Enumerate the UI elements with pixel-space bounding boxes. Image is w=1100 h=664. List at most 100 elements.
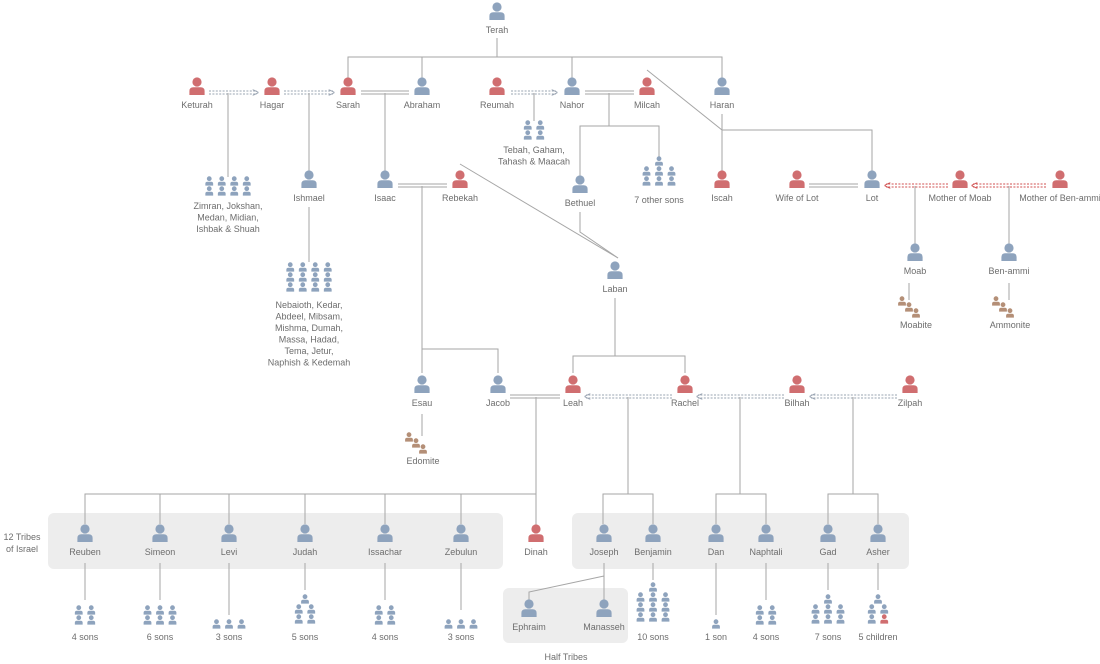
- moabite-mini-person-icon: [898, 296, 906, 306]
- ishmael-sons-label-3: Massa, Hadad,: [279, 335, 340, 345]
- wife-of-lot-person-icon: [789, 170, 805, 188]
- sarah-person-icon: [340, 77, 356, 95]
- simeon-sons-group-icon: [143, 605, 177, 625]
- benjamin-sons-label-0: 10 sons: [637, 632, 669, 642]
- dan-sons-mini-person-icon: [712, 619, 720, 629]
- keturah-sons-mini-person-icon: [230, 176, 239, 186]
- zilpah-person-icon: [902, 375, 918, 393]
- gad-sons-label-0: 7 sons: [815, 632, 842, 642]
- ishmael-sons-mini-person-icon: [298, 272, 307, 282]
- judah-sons-group-icon: [294, 594, 316, 624]
- esau-label: Esau: [412, 398, 433, 408]
- mother-of-ben-ammi-label: Mother of Ben-ammi: [1019, 193, 1100, 203]
- joseph-sons-line: [528, 575, 605, 601]
- ishmael-sons-mini-person-icon: [286, 262, 295, 272]
- half-tribes-panel: [503, 588, 628, 643]
- issachar-sons-group-icon: [374, 605, 396, 625]
- edomite-nation-icon: [405, 432, 427, 454]
- jacob-person-icon: [490, 375, 506, 393]
- gad-sons-mini-person-icon: [824, 614, 832, 624]
- simeon-sons-mini-person-icon: [168, 605, 177, 615]
- ammonite-nation-icon: [992, 296, 1014, 318]
- zebulun-sons-group-icon: [444, 619, 478, 629]
- keturah-sons-mini-person-icon: [242, 176, 251, 186]
- benjamin-sons-mini-person-icon: [649, 602, 657, 612]
- levi-sons-mini-person-icon: [237, 619, 246, 629]
- asher-children-label-0: 5 children: [858, 632, 897, 642]
- ishmael-sons-mini-person-icon: [286, 272, 295, 282]
- reumah-sons-group-icon: [523, 120, 545, 140]
- naphtali-sons-group-icon: [755, 605, 777, 625]
- dan-sons-label-0: 1 son: [705, 632, 727, 642]
- keturah-sons-group-icon: [205, 176, 251, 196]
- benjamin-sons-mini-person-icon: [636, 592, 645, 602]
- manasseh-label: Manasseh: [583, 622, 625, 632]
- judah-sons-mini-person-icon: [294, 614, 303, 624]
- keturah-sons-label-0: Zimran, Jokshan,: [193, 201, 262, 211]
- nahor-other-sons-mini-person-icon: [642, 176, 651, 186]
- asher-label: Asher: [866, 547, 890, 557]
- gad-sons-mini-person-icon: [824, 594, 832, 604]
- zebulun-sons-mini-person-icon: [444, 619, 453, 629]
- milcah-label: Milcah: [634, 100, 660, 110]
- esau-person-icon: [414, 375, 430, 393]
- abraham-person-icon: [414, 77, 430, 95]
- leah-children-bar: [84, 493, 536, 524]
- reuben-sons-mini-person-icon: [74, 615, 83, 625]
- zebulun-sons-mini-person-icon: [469, 619, 478, 629]
- keturah-sons-mini-person-icon: [230, 186, 239, 196]
- zebulun-sons-mini-person-icon: [457, 619, 465, 629]
- reumah-sons-mini-person-icon: [536, 120, 545, 130]
- judah-sons-mini-person-icon: [301, 594, 309, 604]
- judah-sons-mini-person-icon: [307, 604, 316, 614]
- simeon-sons-mini-person-icon: [156, 605, 164, 615]
- dinah-label: Dinah: [524, 547, 548, 557]
- naphtali-sons-label-0: 4 sons: [753, 632, 780, 642]
- iscah-person-icon: [714, 170, 730, 188]
- jacob-label: Jacob: [486, 398, 510, 408]
- levi-sons-group-icon: [212, 619, 246, 629]
- issachar-sons-mini-person-icon: [387, 615, 396, 625]
- leah-person-icon: [565, 375, 581, 393]
- laban-label: Laban: [602, 284, 627, 294]
- gad-sons-mini-person-icon: [836, 604, 845, 614]
- nahor-person-icon: [564, 77, 580, 95]
- levi-label: Levi: [221, 547, 238, 557]
- judah-sons-mini-person-icon: [294, 604, 303, 614]
- rachel-label: Rachel: [671, 398, 699, 408]
- simeon-sons-mini-person-icon: [143, 615, 152, 625]
- reumah-sons-mini-person-icon: [523, 120, 532, 130]
- naphtali-sons-mini-person-icon: [768, 605, 777, 615]
- group-panels: [48, 513, 909, 643]
- nahor-other-sons-mini-person-icon: [655, 166, 663, 176]
- wife-of-lot-label: Wife of Lot: [775, 193, 819, 203]
- mother-of-moab-person-icon: [952, 170, 968, 188]
- esau-jacob-line: [421, 348, 499, 373]
- edomite-mini-person-icon: [405, 432, 413, 442]
- reumah-sons-label-1: Tahash & Maacah: [498, 157, 570, 167]
- reumah-person-icon: [489, 77, 505, 95]
- asher-children-mini-person-icon: [874, 594, 882, 604]
- gad-sons-group-icon: [811, 594, 845, 624]
- edomite-mini-person-icon: [412, 438, 420, 448]
- gad-sons-mini-person-icon: [811, 604, 820, 614]
- reumah-sons-label-0: Tebah, Gaham,: [503, 145, 565, 155]
- ishmael-sons-mini-person-icon: [311, 262, 320, 272]
- naphtali-label: Naphtali: [749, 547, 782, 557]
- judah-sons-mini-person-icon: [307, 614, 316, 624]
- levi-sons-mini-person-icon: [212, 619, 221, 629]
- ishmael-sons-group-icon: [286, 262, 332, 292]
- zebulun-sons-label-0: 3 sons: [448, 632, 475, 642]
- reuben-sons-mini-person-icon: [87, 615, 96, 625]
- keturah-label: Keturah: [181, 100, 213, 110]
- ishmael-sons-label-5: Naphish & Kedemah: [268, 358, 351, 368]
- reuben-sons-group-icon: [74, 605, 96, 625]
- milcah-children-line: [579, 125, 660, 176]
- rachel-person-icon: [677, 375, 693, 393]
- naphtali-sons-mini-person-icon: [755, 615, 764, 625]
- haran-person-icon: [714, 77, 730, 95]
- ishmael-sons-mini-person-icon: [311, 282, 320, 292]
- laban-person-icon: [607, 261, 623, 279]
